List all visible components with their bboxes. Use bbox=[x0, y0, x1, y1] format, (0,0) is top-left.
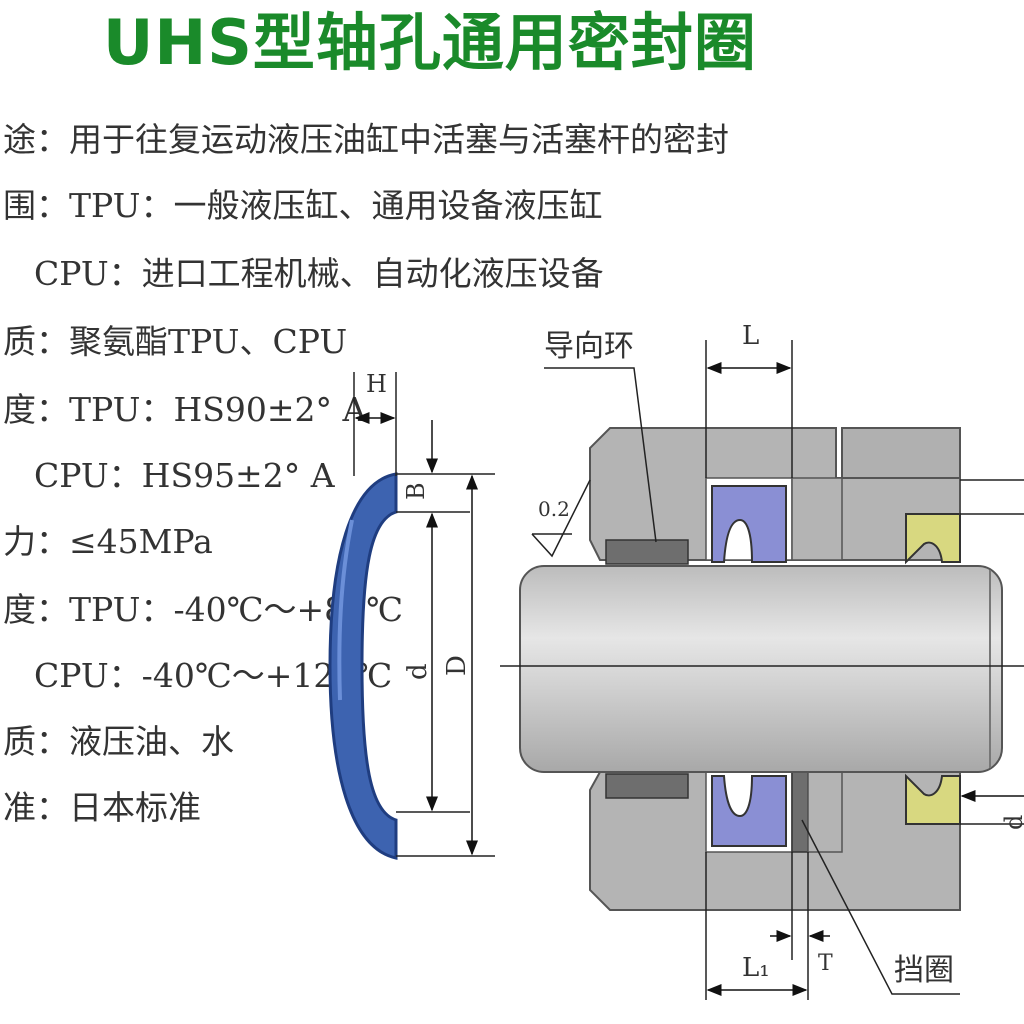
dim-label-b: B bbox=[402, 482, 430, 500]
retaining-ring-label: 挡圈 bbox=[894, 953, 954, 988]
spec-label: 质 bbox=[3, 322, 36, 361]
guide-ring-label: 导向环 bbox=[544, 329, 634, 364]
spec-line-pressure: 力：≤45MPa bbox=[0, 520, 213, 564]
roughness-value: 0.2 bbox=[538, 497, 570, 521]
spec-value: ：日本标准 bbox=[36, 788, 201, 827]
spec-line-medium: 质：液压油、水 bbox=[0, 720, 234, 764]
spec-label: 力 bbox=[3, 522, 36, 561]
spec-value: ：液压油、水 bbox=[36, 722, 234, 761]
spec-label: 途 bbox=[3, 120, 36, 159]
seal-ring-body bbox=[328, 472, 398, 860]
spec-value: ：TPU：一般液压缸、通用设备液压缸 bbox=[36, 186, 603, 225]
retaining-ring-leader bbox=[801, 819, 960, 995]
spec-value: CPU：进口工程机械、自动化液压设备 bbox=[34, 254, 604, 293]
spec-line-hardness: 度：TPU：HS90±2° A bbox=[0, 388, 366, 432]
guide-ring-leader bbox=[544, 367, 657, 543]
dim-label-t: T bbox=[818, 951, 833, 976]
guide-ring-bottom bbox=[605, 773, 689, 799]
dim-label-bigd: D bbox=[442, 655, 472, 676]
dim-label-h: H bbox=[366, 370, 387, 398]
u-seal-bottom bbox=[711, 775, 787, 847]
spec-value: ：≤45MPa bbox=[36, 522, 213, 561]
spec-label: 质 bbox=[3, 722, 36, 761]
page-title: UHS型轴孔通用密封圈 bbox=[103, 6, 757, 79]
roughness-symbol: 0.2 bbox=[531, 479, 591, 558]
guide-ring-top bbox=[605, 539, 689, 565]
spec-line-standard: 准：日本标准 bbox=[0, 786, 201, 830]
spec-value: ：聚氨酯TPU、CPU bbox=[36, 322, 348, 361]
spec-value: ：TPU：HS90±2° A bbox=[36, 390, 367, 429]
spec-value: ：用于往复运动液压油缸中活塞与活塞杆的密封 bbox=[36, 120, 729, 159]
dim-label-d: d bbox=[403, 663, 433, 680]
dim-label-l1: L₁ bbox=[742, 953, 770, 983]
dust-seal-bottom bbox=[905, 773, 961, 825]
dust-seal-top bbox=[905, 513, 961, 565]
edge-label: d bbox=[1000, 815, 1024, 830]
spec-label: 准 bbox=[3, 788, 36, 827]
u-seal-top bbox=[711, 485, 787, 563]
spec-label: 度 bbox=[3, 390, 36, 429]
spec-line-material: 质：聚氨酯TPU、CPU bbox=[0, 320, 347, 364]
spec-value: CPU：HS95±2° A bbox=[34, 456, 335, 495]
spec-line-scope-cpu: CPU：进口工程机械、自动化液压设备 bbox=[34, 252, 604, 296]
spec-label: 度 bbox=[3, 590, 36, 629]
spec-line-scope: 围：TPU：一般液压缸、通用设备液压缸 bbox=[0, 184, 602, 228]
seal-ring-highlight bbox=[337, 519, 354, 701]
seal-ring-side-view: H B d D bbox=[328, 370, 495, 860]
dim-label-l: L bbox=[742, 321, 759, 351]
spec-label: 围 bbox=[3, 186, 36, 225]
spec-line-hardness-cpu: CPU：HS95±2° A bbox=[34, 454, 335, 498]
retaining-ring bbox=[791, 771, 809, 853]
spec-line-usage: 途：用于往复运动液压油缸中活塞与活塞杆的密封 bbox=[0, 118, 729, 162]
piston-rod bbox=[519, 565, 1003, 773]
assembly-view: L L₁ T d 导向环 挡圈 0.2 bbox=[500, 321, 1024, 1000]
